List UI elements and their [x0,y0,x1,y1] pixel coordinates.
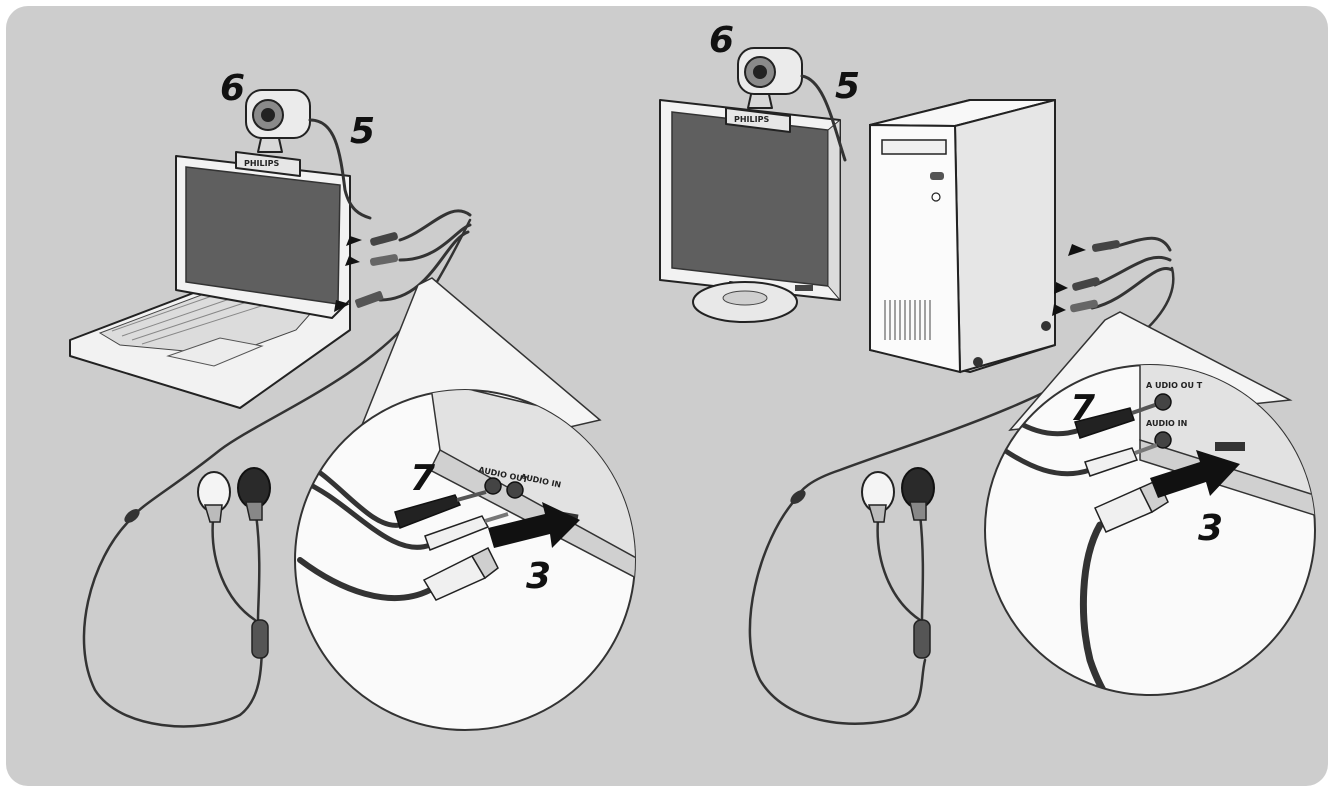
label-webcam: 6 [709,20,734,61]
label-usb: 3 [526,556,551,597]
webcam-lens [753,65,767,79]
label-clip: 5 [350,111,375,152]
webcam-brand-label: PHILIPS [244,159,279,168]
webcam-cable [800,74,847,162]
laptop-headset [197,467,271,659]
laptop-webcam: PHILIPS [235,89,372,220]
desktop-headset [861,467,935,659]
usb-port [1215,442,1245,451]
headset-volume-control [251,619,269,659]
webcam-brand-label: PHILIPS [734,115,769,124]
audio-in-plug [1084,447,1139,477]
arrow-icon [346,236,362,246]
tower-vent [884,300,931,340]
headset-volume-control [913,619,931,659]
audio-out-port-label: A UDIO OU T [1146,381,1203,390]
audio-in-plug [424,515,490,551]
tower-power-button [930,172,944,180]
audio-in-port-label: AUDIO IN [1146,419,1187,428]
tower-side-plugs [1052,236,1174,316]
audio-out-plug [1074,407,1135,439]
usb-insert-arrow-icon [1150,450,1240,498]
label-clip: 5 [835,66,860,107]
laptop-touchpad [166,337,264,367]
webcam-clip [235,151,301,177]
audio-in-port [1154,431,1172,449]
desktop-zoom-detail: A UDIO OU T AUDIO IN [984,364,1316,696]
label-webcam: 6 [220,68,245,109]
laptop-setup: PHILIPS 6 5 [69,68,636,731]
usb-insert-arrow-icon [488,502,580,548]
label-audio-plugs: 7 [1070,388,1095,429]
audio-out-port [1154,393,1172,411]
label-audio-plugs: 7 [410,458,435,499]
webcam-lens [261,108,275,122]
arrow-icon [334,300,350,312]
arrow-icon [345,256,360,266]
audio-out-port [484,477,502,495]
audio-out-plug [394,494,462,529]
cable-clip [124,509,140,523]
desktop-setup: PHILIPS 6 5 [659,20,1316,725]
webcam-cable [308,118,372,220]
label-usb: 3 [1198,508,1223,549]
laptop-zoom-detail: AUDIO OUT AUDIO IN [294,389,636,731]
optical-drive [881,139,947,155]
arrow-icon [1068,244,1086,256]
arrow-icon [1054,282,1068,294]
cable-clip [790,490,806,504]
monitor-screen [671,111,829,287]
webcam-clip [725,107,791,133]
laptop-screen [185,166,341,305]
arrow-icon [1052,304,1066,316]
laptop-key-rows [111,287,281,345]
pc-tower [869,99,1056,374]
desktop-webcam: PHILIPS [725,47,847,162]
monitor-power-button [795,285,813,291]
audio-in-port [506,481,524,499]
